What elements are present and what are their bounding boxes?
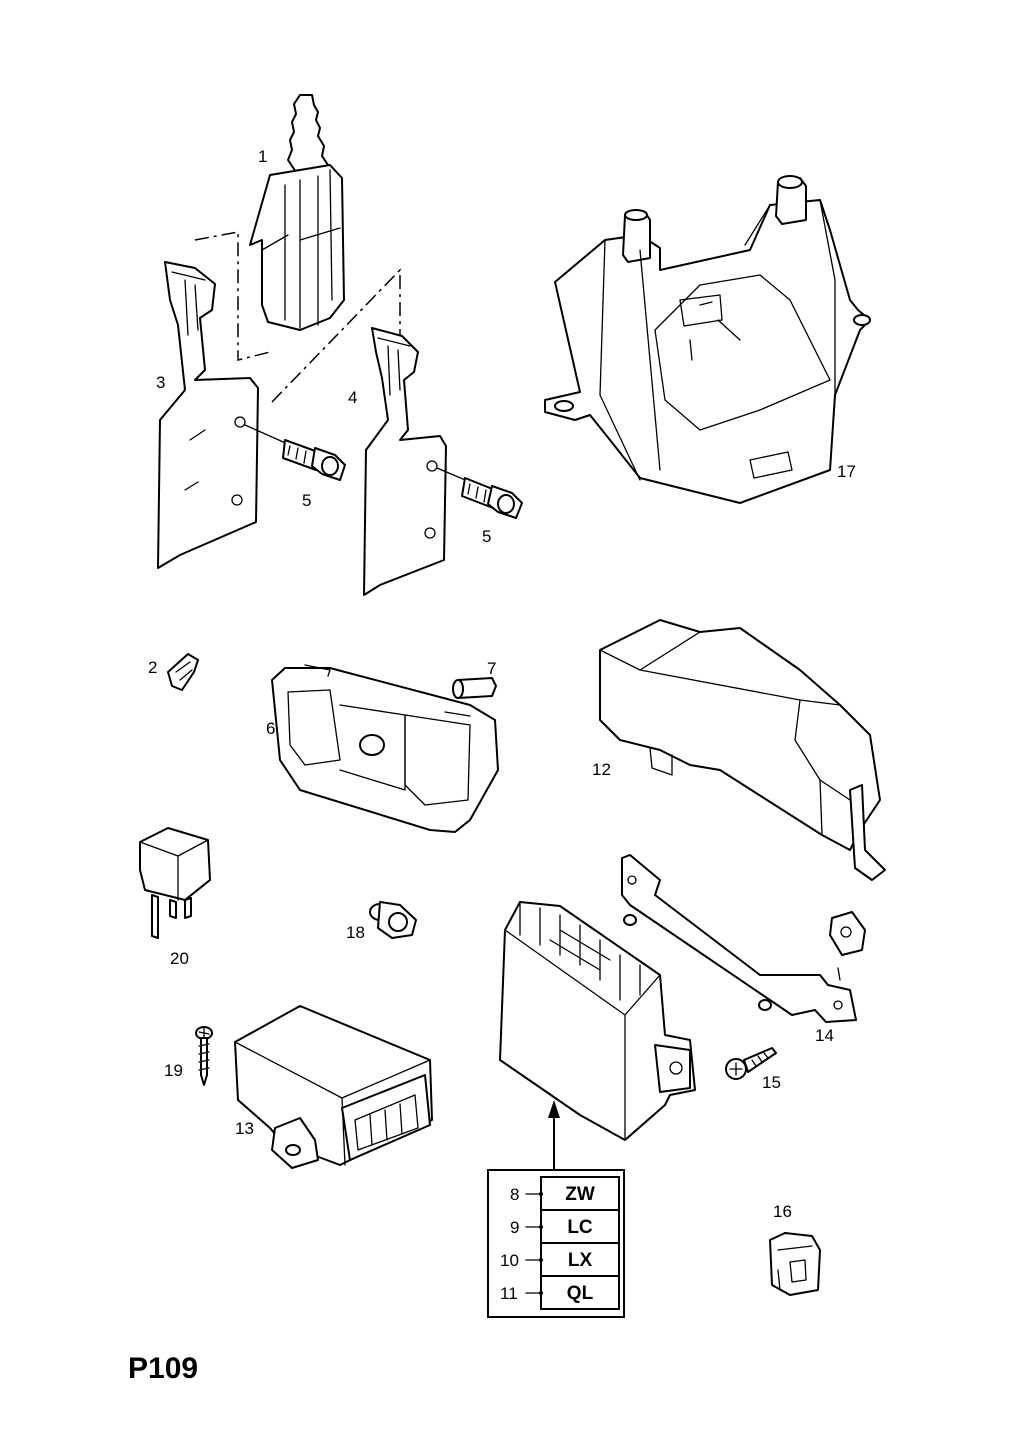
pointer-arrow [548, 1100, 560, 1171]
callout-19: 19 [164, 1061, 183, 1080]
callout-14: 14 [815, 1026, 834, 1045]
ecu-module [499, 901, 696, 1141]
variant-ref: 11 [500, 1284, 518, 1303]
part-3-bracket [157, 261, 259, 569]
callout-7: 7 [487, 659, 496, 678]
variant-table: 8 ZW 9 LC 10 LX 11 QL [487, 1169, 625, 1318]
variant-code: QL [567, 1283, 594, 1304]
assembly-line-1 [194, 231, 271, 361]
callout-3: 3 [156, 373, 165, 392]
variant-ref: 10 [500, 1251, 519, 1270]
variant-row: 11 QL [500, 1283, 594, 1304]
part-12-cover [599, 619, 886, 881]
part-5-bolt-a [244, 424, 346, 481]
part-17-housing [544, 175, 871, 504]
callout-2: 2 [148, 658, 157, 677]
callout-16: 16 [773, 1202, 792, 1221]
part-1-switch-boot [249, 94, 345, 331]
callout-13: 13 [235, 1119, 254, 1138]
variant-row: 9 LC [510, 1217, 593, 1238]
callout-6: 6 [266, 719, 275, 738]
callout-20: 20 [170, 949, 189, 968]
part-18-clip [369, 901, 417, 939]
part-2-bulb [167, 653, 199, 691]
part-19-screw [195, 1026, 213, 1086]
callout-5-a: 5 [302, 491, 311, 510]
callout-12: 12 [592, 760, 611, 779]
callout-5-b: 5 [482, 527, 491, 546]
variant-row: 8 ZW [510, 1184, 595, 1205]
part-16-clip-nut [769, 1232, 821, 1296]
variant-code: LX [568, 1250, 593, 1271]
part-15-screw [725, 1047, 777, 1080]
variant-ref: 8 [510, 1185, 519, 1204]
assembly-line-2 [271, 268, 401, 403]
callout-18: 18 [346, 923, 365, 942]
callout-15: 15 [762, 1073, 781, 1092]
part-6-lamp-housing [271, 664, 499, 833]
callout-1: 1 [258, 147, 267, 166]
part-7-bulb [452, 677, 497, 699]
part-14-bracket [621, 854, 866, 1023]
callout-17: 17 [837, 462, 856, 481]
variant-code: ZW [565, 1184, 595, 1205]
part-4-bracket [363, 327, 447, 596]
part-13-control-unit [234, 1005, 433, 1169]
variant-row: 10 LX [500, 1250, 592, 1271]
part-20-relay [139, 827, 211, 939]
callout-4: 4 [348, 388, 357, 407]
variant-code: LC [567, 1217, 593, 1238]
part-5-bolt-b [436, 467, 523, 519]
variant-ref: 9 [510, 1218, 519, 1237]
page-code: P109 [128, 1352, 198, 1385]
